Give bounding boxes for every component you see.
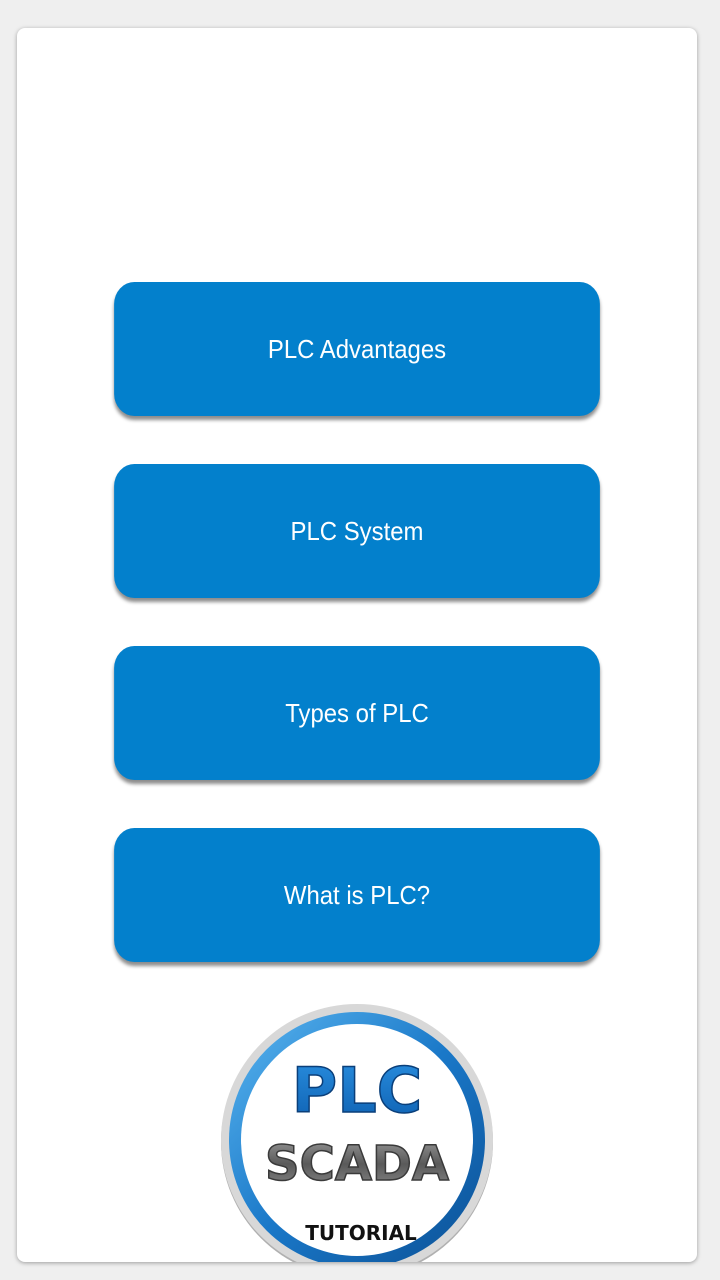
plc-advantages-button[interactable]: PLC Advantages	[114, 282, 600, 416]
what-is-plc-label: What is PLC?	[283, 879, 431, 910]
logo-line3: TUTORIAL	[305, 1221, 417, 1245]
main-card: PLC Advantages PLC System Types of PLC W…	[17, 28, 697, 1262]
plc-scada-logo: PLC SCADA TUTORIAL	[217, 1000, 497, 1262]
logo-line2: SCADA	[265, 1136, 449, 1192]
plc-system-button[interactable]: PLC System	[114, 464, 600, 598]
plc-system-label: PLC System	[290, 515, 424, 546]
plc-advantages-label: PLC Advantages	[267, 333, 447, 364]
what-is-plc-button[interactable]: What is PLC?	[114, 828, 600, 962]
types-of-plc-button[interactable]: Types of PLC	[114, 646, 600, 780]
logo-line1: PLC	[292, 1054, 422, 1127]
types-of-plc-label: Types of PLC	[285, 697, 429, 728]
